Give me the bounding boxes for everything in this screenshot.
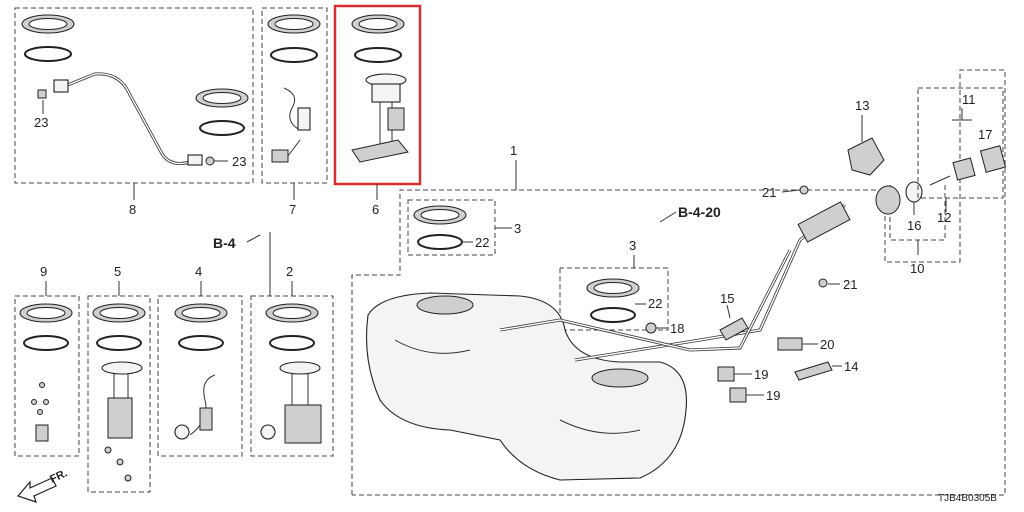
- group-box-1: 1: [351, 69, 1006, 496]
- o-ring-icon: [270, 47, 318, 63]
- group-box-11-12: 11 17 12: [917, 87, 1007, 225]
- callout-7: 7: [289, 202, 296, 217]
- reference-b-4[interactable]: B-4: [213, 235, 236, 251]
- clip-icon: [729, 387, 747, 403]
- callout-14: 14: [844, 359, 858, 374]
- reference-arrow-icon: [246, 234, 261, 243]
- group-box-6-highlighted[interactable]: 6: [333, 4, 422, 217]
- callout-13: 13: [855, 98, 869, 113]
- group-box-5: 5: [87, 264, 151, 493]
- clip-icon: [717, 366, 735, 382]
- o-ring-icon: [590, 307, 636, 323]
- fuel-pump-module-icon: [351, 73, 409, 163]
- seal-ring-icon: [413, 205, 467, 225]
- ring-icon: [905, 181, 923, 203]
- reference-arrow-icon: [659, 211, 677, 223]
- small-parts-icon: [31, 382, 49, 442]
- callout-19: 19: [766, 388, 780, 403]
- o-ring-icon: [354, 47, 402, 63]
- callout-23: 23: [34, 115, 48, 130]
- o-ring-icon: [24, 46, 72, 62]
- fuel-level-sensor-icon: [271, 87, 311, 163]
- callout-12: 12: [937, 210, 951, 225]
- diagram-code: TJB4B0305B: [938, 493, 997, 504]
- group-box-8: 23 23 8: [14, 7, 254, 217]
- filler-pipe-icon: [499, 201, 851, 362]
- fuel-pipe-icon: [53, 72, 203, 166]
- clip-icon: [777, 337, 803, 351]
- front-direction-arrow-icon: FR.: [16, 467, 69, 503]
- cap-icon: [952, 145, 1007, 181]
- callout-22: 22: [648, 296, 662, 311]
- callout-8: 8: [129, 202, 136, 217]
- clip-icon: [205, 156, 215, 166]
- callout-3: 3: [514, 221, 521, 236]
- group-box-3-center: 3 22: [559, 238, 669, 331]
- reference-b-4-20[interactable]: B-4-20: [678, 204, 721, 220]
- filler-neck-icon: 13: [847, 98, 885, 176]
- callout-23: 23: [232, 154, 246, 169]
- callout-21: 21: [843, 277, 857, 292]
- callout-2: 2: [286, 264, 293, 279]
- callout-22: 22: [475, 235, 489, 250]
- direction-label: FR.: [48, 467, 69, 485]
- callout-17: 17: [978, 127, 992, 142]
- callout-18: 18: [670, 321, 684, 336]
- group-box-3-left: 3 22: [407, 199, 521, 256]
- seal-ring-icon: [351, 14, 405, 34]
- seal-ring-icon: [586, 278, 640, 298]
- clip-icon: [645, 322, 657, 334]
- seal-ring-icon: [267, 14, 321, 34]
- callout-10: 10: [910, 261, 924, 276]
- group-box-2: 2: [250, 264, 334, 457]
- callout-9: 9: [40, 264, 47, 279]
- callout-4: 4: [195, 264, 202, 279]
- bolt-icon: [818, 278, 828, 288]
- callout-3: 3: [629, 238, 636, 253]
- seal-ring-icon: [21, 14, 75, 34]
- callout-19: 19: [754, 367, 768, 382]
- fuel-pump-icon: [101, 361, 143, 482]
- callout-6: 6: [372, 202, 379, 217]
- fuel-level-sensor-icon: [174, 374, 216, 440]
- group-box-7: 7: [261, 7, 328, 217]
- callout-1: 1: [510, 143, 517, 158]
- o-ring-icon: [417, 234, 463, 250]
- callout-5: 5: [114, 264, 121, 279]
- bolt-icon: [799, 185, 809, 195]
- callout-21: 21: [762, 185, 776, 200]
- bracket-icon: [794, 361, 833, 381]
- callout-16: 16: [907, 218, 921, 233]
- fuel-tank-icon: [366, 292, 688, 481]
- group-box-4: 4: [157, 264, 243, 457]
- callout-11: 11: [962, 92, 976, 107]
- o-ring-icon: [199, 120, 245, 136]
- callout-20: 20: [820, 337, 834, 352]
- gasket-icon: [875, 185, 901, 215]
- group-box-9: 9: [14, 264, 80, 457]
- bracket-icon: [719, 317, 749, 341]
- clip-icon: [37, 89, 47, 99]
- group-box-10: 16 10: [875, 181, 946, 276]
- fuel-pump-assembly-icon: [260, 361, 322, 444]
- seal-ring-icon: [195, 88, 249, 108]
- callout-15: 15: [720, 291, 734, 306]
